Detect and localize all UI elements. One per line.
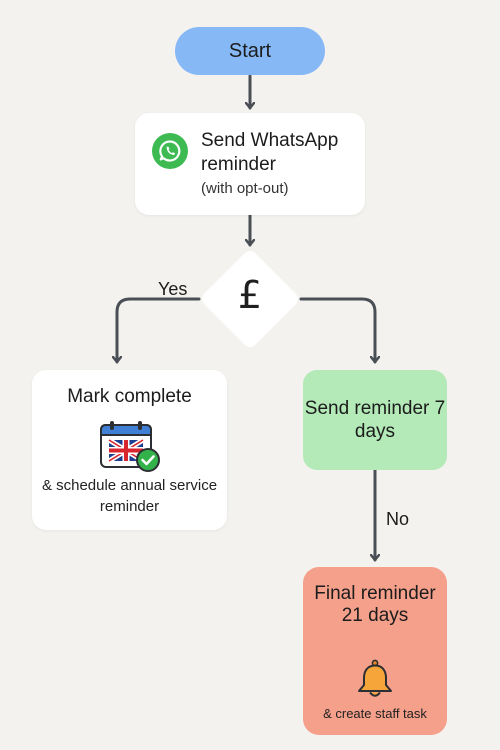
whatsapp-icon — [152, 133, 188, 169]
send-whatsapp-title: Send WhatsApp reminder — [201, 130, 339, 175]
mark-complete-node: Mark complete & schedule annual service … — [32, 370, 227, 530]
send-whatsapp-subtitle: (with opt-out) — [201, 180, 289, 197]
connector-yes-branch — [117, 297, 201, 364]
start-node: Start — [175, 27, 325, 75]
connector-decision-to-send-reminder — [299, 297, 375, 364]
uk-flag-calendar-check-icon — [100, 421, 160, 472]
final-reminder-title: Final reminder 21 days — [314, 583, 436, 626]
decision-diamond — [202, 251, 298, 347]
send-whatsapp-node: Send WhatsApp reminder (with opt-out) — [135, 113, 365, 215]
start-label: Start — [228, 39, 272, 62]
bell-icon — [358, 659, 392, 697]
final-reminder-subtitle: & create staff task — [323, 706, 427, 721]
mark-complete-subtitle: & schedule annual service reminder — [41, 477, 218, 515]
pound-sign: £ — [237, 273, 263, 317]
send-reminder-7-days-label: Send reminder 7 days — [304, 398, 446, 442]
send-reminder-7-days-node: Send reminder 7 days — [303, 370, 447, 470]
no-label: No — [386, 509, 410, 529]
yes-label: Yes — [158, 279, 188, 299]
mark-complete-title: Mark complete — [67, 386, 192, 407]
final-reminder-node: Final reminder 21 days & create staff ta… — [303, 567, 447, 735]
